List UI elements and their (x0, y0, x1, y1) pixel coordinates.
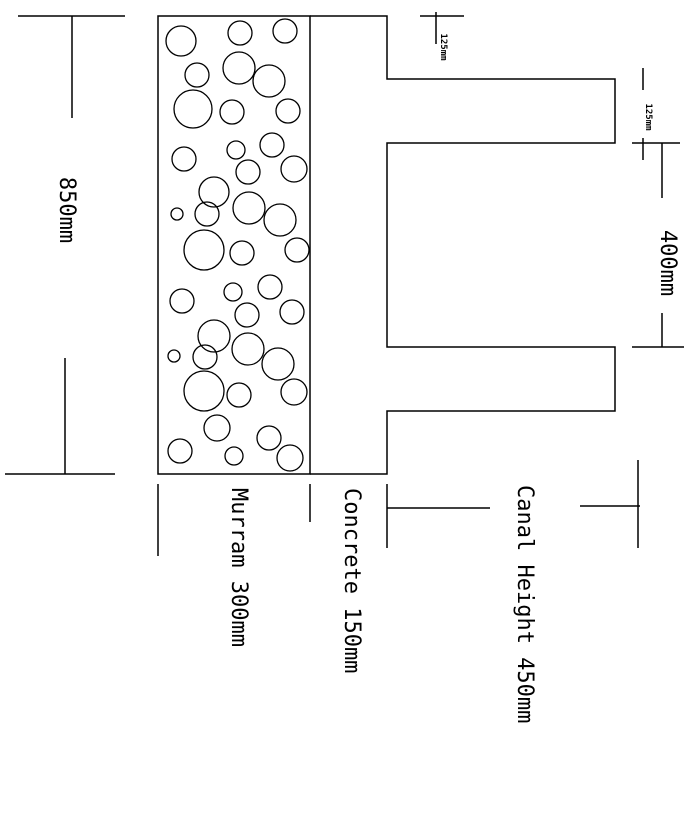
aggregate-stone (165, 25, 197, 57)
canal-height-label: Canal Height 450mm (512, 485, 537, 723)
aggregate-stone (224, 446, 244, 466)
overall-height-dimension: 850mm (5, 15, 125, 475)
aggregate-stone (226, 382, 252, 408)
concrete-label: Concrete 150mm (339, 488, 364, 673)
aggregate-stone (184, 62, 210, 88)
aggregate-stone (197, 319, 231, 353)
slot-dimensions: 125mm 400mm (632, 68, 684, 348)
top-thickness-dimension: 125mm (420, 12, 464, 61)
aggregate-stone (280, 378, 308, 406)
aggregate-stone (232, 191, 266, 225)
aggregate-stone (276, 444, 304, 472)
aggregate-stone (219, 99, 245, 125)
aggregate-stone (284, 237, 310, 263)
aggregate-stone (173, 89, 213, 129)
aggregate-stone (171, 146, 197, 172)
aggregate-stone (183, 229, 225, 271)
slot-width-label: 400mm (655, 230, 680, 296)
aggregate-stone (279, 299, 305, 325)
aggregate-stone (203, 414, 231, 442)
aggregate-stone (183, 370, 225, 412)
aggregate-stone (169, 288, 195, 314)
layer-thickness-ticks (157, 460, 640, 556)
top-thickness-label: 125mm (438, 33, 448, 61)
aggregate-stone (170, 207, 184, 221)
concrete-canal-profile (310, 15, 616, 475)
aggregate-stone (167, 349, 181, 363)
aggregate-stone (198, 176, 230, 208)
aggregate-stone (194, 201, 220, 227)
aggregate-stone (167, 438, 193, 464)
murram-aggregate (165, 18, 310, 472)
aggregate-stone (227, 20, 253, 46)
aggregate-stone (192, 344, 218, 370)
aggregate-stone (256, 425, 282, 451)
aggregate-stone (252, 64, 286, 98)
aggregate-stone (231, 332, 265, 366)
murram-label: Murram 300mm (226, 488, 251, 647)
aggregate-stone (235, 159, 261, 185)
aggregate-stone (226, 140, 246, 160)
aggregate-stone (263, 203, 297, 237)
aggregate-stone (272, 18, 298, 44)
murram-layer (157, 15, 311, 475)
aggregate-stone (257, 274, 283, 300)
aggregate-stone (275, 98, 301, 124)
aggregate-stone (261, 347, 295, 381)
aggregate-stone (259, 132, 285, 158)
aggregate-stone (229, 240, 255, 266)
aggregate-stone (234, 302, 260, 328)
aggregate-stone (222, 51, 256, 85)
aggregate-stone (223, 282, 243, 302)
aggregate-stone (280, 155, 308, 183)
slot-thickness-label: 125mm (643, 103, 653, 131)
overall-height-label: 850mm (54, 177, 79, 243)
